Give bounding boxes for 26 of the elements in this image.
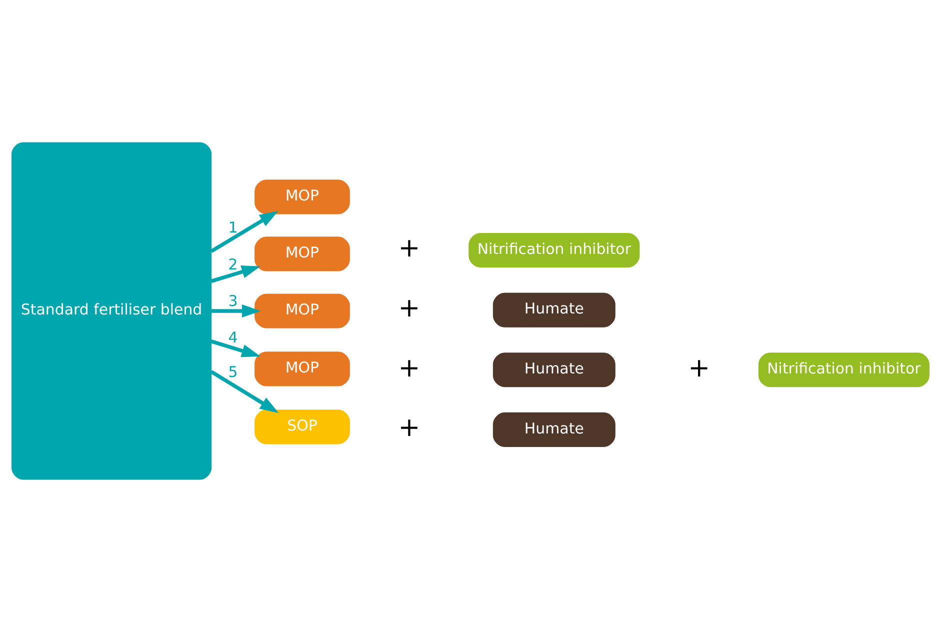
label: + — [398, 412, 420, 443]
label: + — [398, 352, 420, 383]
node-box: Humate — [492, 412, 616, 447]
edge-label: 5 — [228, 362, 238, 381]
node-box: MOP — [254, 236, 350, 271]
label: + — [688, 352, 710, 383]
edge-label: 3 — [228, 292, 238, 310]
label: + — [398, 233, 420, 264]
node-box: MOP — [254, 351, 350, 386]
edge-label: 1 — [228, 218, 238, 236]
edge-label: 2 — [228, 255, 238, 274]
node-box: Standard fertiliser blend — [12, 142, 212, 480]
node-box: Humate — [492, 352, 616, 387]
edge-label: 4 — [228, 328, 238, 346]
node-box: SOP — [254, 409, 350, 444]
arrow — [211, 304, 261, 318]
node-box: Nitrification inhibitor — [758, 352, 930, 387]
arrow — [210, 264, 260, 282]
arrow — [210, 339, 260, 357]
node-box: Humate — [492, 292, 616, 327]
arrow — [210, 370, 279, 413]
label: + — [398, 293, 420, 324]
node-box: MOP — [254, 293, 350, 328]
node-box: MOP — [254, 179, 350, 214]
node-box: Nitrification inhibitor — [468, 232, 640, 268]
arrow — [210, 210, 278, 252]
